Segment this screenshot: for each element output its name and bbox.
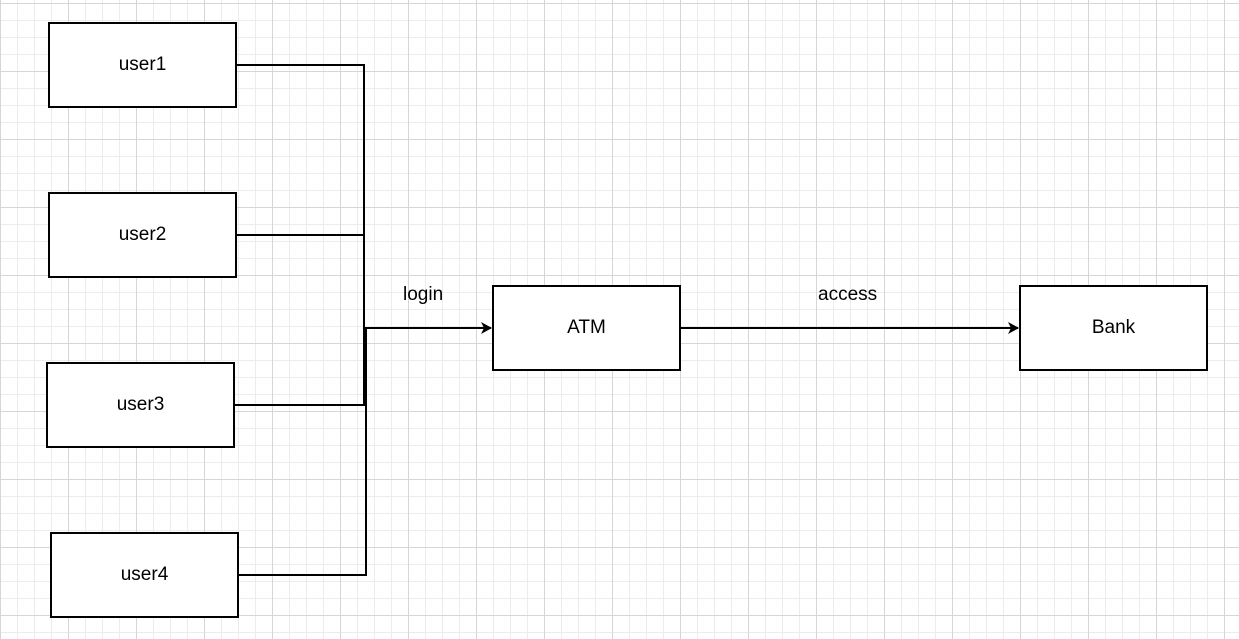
login-edge-label: login	[403, 284, 444, 305]
bank-node[interactable]: Bank	[1019, 285, 1208, 371]
access-edge-label: access	[818, 284, 878, 305]
connector-user4	[238, 328, 367, 576]
atm-label: ATM	[567, 317, 606, 338]
user4-node[interactable]: user4	[50, 532, 239, 618]
connector-user1	[236, 64, 365, 328]
user2-node[interactable]: user2	[48, 192, 237, 278]
user1-node[interactable]: user1	[48, 22, 237, 108]
bank-label: Bank	[1091, 317, 1136, 338]
connector-user3	[234, 328, 365, 406]
user4-label: user4	[120, 564, 169, 585]
connector-user2	[236, 234, 365, 328]
user3-node[interactable]: user3	[46, 362, 235, 448]
user1-label: user1	[118, 54, 167, 75]
user2-label: user2	[118, 224, 167, 245]
atm-node[interactable]: ATM	[492, 285, 681, 371]
user3-label: user3	[116, 394, 165, 415]
